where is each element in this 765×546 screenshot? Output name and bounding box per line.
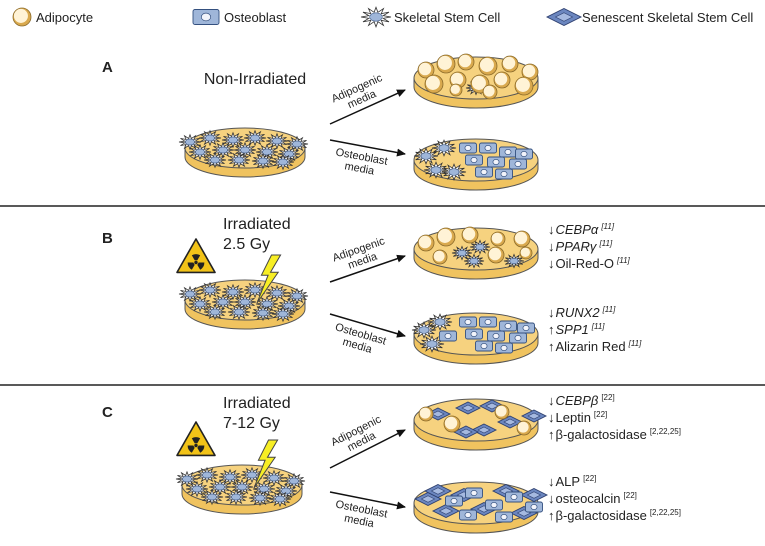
result-reference: [22] (624, 491, 637, 500)
radiation-hazard-icon (176, 421, 216, 457)
osteoblast-dish (413, 138, 539, 191)
result-arrow: ↓ (548, 222, 555, 237)
result-arrow: ↑ (548, 339, 555, 354)
source-dish (175, 464, 306, 515)
lightning-bolt-icon (256, 254, 282, 304)
result-reference: [2,22,25] (650, 427, 681, 436)
legend-label: Skeletal Stem Cell (394, 10, 500, 25)
adipogenic-dish (413, 53, 539, 109)
panel-title: Irradiated (223, 216, 291, 233)
panel-letter: A (102, 59, 113, 76)
result-reference: [11] (616, 256, 631, 265)
result-arrow: ↓ (548, 474, 555, 489)
result-line: ↓CEBPα[11] (548, 222, 615, 237)
adipogenic-dish (413, 226, 539, 280)
radiation-hazard-icon (176, 238, 216, 274)
result-line: ↓PPARγ[11] (548, 239, 613, 254)
adipogenic-dish (413, 398, 548, 451)
result-line: ↑Alizarin Red[11] (548, 339, 642, 354)
panel-title: Irradiated (223, 395, 291, 412)
result-reference: [11] (602, 305, 617, 314)
legend: Adipocyte Osteoblast Skeletal Stem Cell Sen… (12, 6, 753, 28)
result-marker: RUNX2 (556, 305, 601, 320)
source-dish (178, 127, 309, 178)
result-marker: Leptin (556, 410, 591, 425)
legend-label: Senescent Skeletal Stem Cell (582, 10, 753, 25)
result-line: ↓Oil-Red-O[11] (548, 256, 631, 271)
lightning-bolt-icon (253, 439, 279, 489)
result-marker: β-galactosidase (556, 427, 647, 442)
source-dish (178, 279, 309, 330)
result-reference: [2,22,25] (650, 508, 681, 517)
adipogenic-arrow (329, 254, 406, 283)
result-arrow: ↓ (548, 393, 555, 408)
osteoblast-dish (413, 481, 549, 534)
result-reference: [11] (598, 239, 613, 248)
result-reference: [11] (628, 339, 643, 348)
legend-label: Adipocyte (36, 10, 93, 25)
result-line: ↑β-galactosidase[2,22,25] (548, 508, 681, 523)
adipogenic-arrow (329, 89, 406, 125)
result-arrow: ↑ (548, 427, 555, 442)
result-line: ↑SPP1[11] (548, 322, 605, 337)
result-marker: CEBPβ (556, 393, 599, 408)
adipogenic-arrow (329, 429, 406, 469)
result-arrow: ↓ (548, 410, 555, 425)
panel-title: Non-Irradiated (204, 71, 306, 88)
osteoblast-media-label: media (343, 512, 376, 530)
result-marker: ALP (556, 474, 581, 489)
result-reference: [22] (594, 410, 607, 419)
result-arrow: ↓ (548, 305, 555, 320)
result-arrow: ↓ (548, 491, 555, 506)
legend-item: Adipocyte (12, 7, 93, 27)
osteoblast-dish (411, 312, 539, 365)
result-marker: PPARγ (556, 239, 598, 254)
result-reference: [11] (591, 322, 606, 331)
result-reference: [11] (600, 222, 615, 231)
result-marker: osteocalcin (556, 491, 621, 506)
result-line: ↓ALP[22] (548, 474, 596, 489)
panel-title: 7-12 Gy (223, 415, 280, 432)
result-reference: [22] (601, 393, 614, 402)
result-marker: Alizarin Red (556, 339, 626, 354)
panel-letter: C (102, 404, 113, 421)
result-reference: [22] (583, 474, 596, 483)
result-marker: β-galactosidase (556, 508, 647, 523)
result-marker: Oil-Red-O (556, 256, 615, 271)
result-arrow: ↑ (548, 508, 555, 523)
result-line: ↓Leptin[22] (548, 410, 607, 425)
panel-letter: B (102, 230, 113, 247)
result-arrow: ↑ (548, 322, 555, 337)
result-line: ↓RUNX2[11] (548, 305, 616, 320)
result-line: ↓osteocalcin[22] (548, 491, 637, 506)
result-marker: SPP1 (556, 322, 589, 337)
result-marker: CEBPα (556, 222, 599, 237)
legend-item: Osteoblast (192, 9, 287, 25)
osteoblast-arrow (329, 491, 406, 510)
osteoblast-media-label: media (344, 160, 377, 177)
result-arrow: ↓ (548, 239, 555, 254)
result-arrow: ↓ (548, 256, 555, 271)
legend-label: Osteoblast (224, 10, 287, 25)
legend-item: Skeletal Stem Cell (360, 6, 500, 28)
result-line: ↑β-galactosidase[2,22,25] (548, 427, 681, 442)
result-line: ↓CEBPβ[22] (548, 393, 615, 408)
legend-item: Senescent Skeletal Stem Cell (545, 7, 753, 27)
panel-title: 2.5 Gy (223, 236, 270, 253)
osteoblast-arrow (329, 139, 406, 157)
osteoblast-arrow (329, 313, 406, 338)
